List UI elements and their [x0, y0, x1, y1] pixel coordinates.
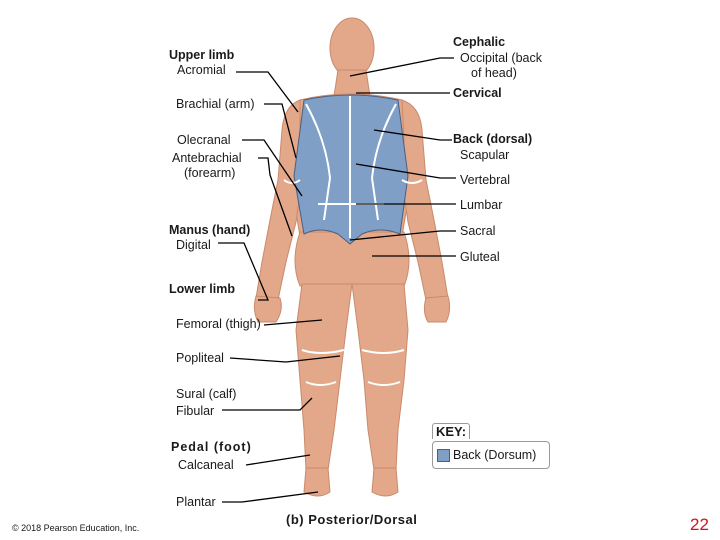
key-legend: Back (Dorsum)	[432, 441, 550, 469]
key-item-label: Back (Dorsum)	[453, 448, 537, 462]
label-manus: Manus (hand)	[169, 223, 251, 237]
head	[329, 17, 375, 79]
label-gluteal: Gluteal	[460, 250, 500, 264]
left-foot	[303, 467, 331, 497]
copyright-notice: © 2018 Pearson Education, Inc.	[12, 523, 140, 533]
label-sacral: Sacral	[460, 224, 496, 238]
label-brachial: Brachial (arm)	[176, 97, 255, 111]
label-lumbar: Lumbar	[460, 198, 503, 212]
left-hand	[253, 295, 282, 323]
label-antebrachial: Antebrachial	[172, 151, 242, 165]
leader-lines-left	[218, 71, 341, 503]
label-lower-limb: Lower limb	[169, 282, 235, 296]
joint-lines	[283, 179, 423, 386]
label-femoral: Femoral (thigh)	[176, 317, 261, 331]
label-digital: Digital	[176, 238, 211, 252]
label-popliteal: Popliteal	[176, 351, 224, 365]
label-pedal: Pedal (foot)	[171, 440, 252, 454]
figure-caption: (b) Posterior/Dorsal	[286, 512, 418, 527]
label-plantar: Plantar	[176, 495, 216, 509]
left-leg	[295, 283, 353, 471]
label-olecranal: Olecranal	[177, 133, 231, 147]
label-scapular: Scapular	[460, 148, 510, 162]
page-number: 22	[690, 515, 709, 534]
label-occipital-line1: Occipital (back	[460, 51, 542, 65]
body-figure	[253, 17, 451, 497]
label-vertebral: Vertebral	[460, 173, 511, 187]
label-forearm: (forearm)	[184, 166, 236, 180]
label-fibular: Fibular	[176, 404, 215, 418]
label-back-dorsal: Back (dorsal)	[453, 132, 533, 146]
right-arm	[401, 99, 449, 301]
back-division-lines	[305, 96, 397, 238]
label-cervical: Cervical	[453, 86, 502, 100]
right-leg	[351, 283, 409, 471]
neck	[333, 69, 371, 97]
leader-lines-right	[349, 57, 456, 257]
label-occipital-line2: of head)	[471, 66, 517, 80]
label-upper-limb: Upper limb	[169, 48, 235, 62]
key-title: KEY:	[432, 423, 471, 439]
label-acromial: Acromial	[177, 63, 226, 77]
right-foot	[371, 467, 399, 497]
right-hand	[423, 295, 451, 323]
label-cephalic: Cephalic	[453, 35, 506, 49]
label-sural: Sural (calf)	[176, 387, 237, 401]
key-swatch	[437, 449, 450, 462]
label-calcaneal: Calcaneal	[178, 458, 234, 472]
